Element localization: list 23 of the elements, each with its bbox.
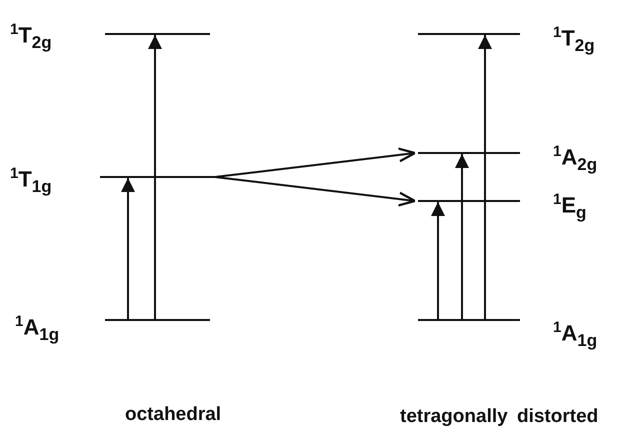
state-label: $^{1}$A$_{1g}$ [553,320,598,350]
energy-level-line [418,319,520,321]
state-label: $^{1}$T$_{2g}$ [10,22,52,52]
arrow [121,178,135,319]
arrow [455,154,469,319]
arrow [431,202,445,319]
energy-level-line [418,152,520,154]
state-label: $^{1}$A$_{2g}$ [553,144,598,174]
energy-level-line [105,33,210,35]
energy-level-line [100,176,215,178]
state-label: $^{1}$A$_{1g}$ [15,314,60,344]
column-caption: tetragonally distorted [400,406,598,428]
arrow [214,147,416,178]
state-label: $^{1}$T$_{2g}$ [553,25,595,54]
energy-level-line [105,319,210,321]
column-caption: octahedral [125,404,222,426]
state-label: $^{1}$E$_{g}$ [553,192,586,222]
arrow [148,35,162,319]
state-label: $^{1}$T$_{1g}$ [10,166,52,196]
arrow [214,176,416,207]
arrow [478,35,492,319]
energy-level-line [418,200,520,202]
energy-level-line [418,33,520,35]
